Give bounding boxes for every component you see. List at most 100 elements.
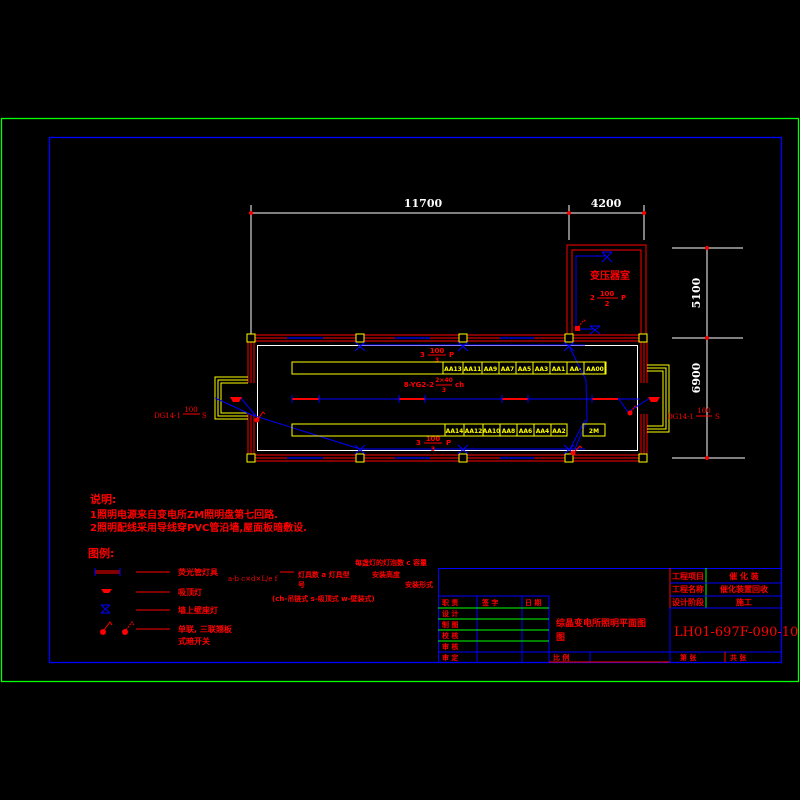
- cabinet-label: AA11: [464, 366, 482, 373]
- inner-frame: [48, 136, 783, 664]
- switch-icon: [575, 326, 580, 331]
- title-block: [438, 568, 782, 663]
- cabinet-label: AA12: [465, 428, 483, 435]
- lamp-height: 2: [605, 300, 610, 308]
- lamp-watt: 100: [430, 347, 445, 355]
- fluor-prefix: 8-YG2-2: [404, 381, 434, 389]
- dim-node: [642, 211, 646, 215]
- box-2m: [582, 423, 606, 437]
- stage-value: 施工: [736, 597, 752, 607]
- drawing-title: 综晶变电所照明平面图: [556, 617, 646, 629]
- legend-label-switch-2: 式暗开关: [178, 636, 210, 646]
- wall-lamp-icon: [601, 251, 613, 263]
- legend-label-fluorescent: 荧光管灯具: [178, 567, 218, 577]
- notes-line-1: 1照明电源来自变电所ZM照明盘第七回路.: [90, 508, 278, 521]
- wall-lamp-icon: [354, 341, 575, 455]
- right-lamp-label: DG14-1 100 S: [667, 407, 720, 421]
- transformer-room-title: 变压器室: [590, 269, 630, 282]
- cabinet-label: AA00: [586, 366, 604, 373]
- lamp-mount: S: [715, 413, 720, 421]
- dim-node: [705, 456, 709, 460]
- dimension-right: [672, 247, 745, 459]
- cabinet-label: AA13: [444, 366, 462, 373]
- cabinet-label: AA-: [570, 366, 582, 373]
- lamp-watt: 100: [184, 406, 197, 414]
- drawing-number: LH01-697F-090-10: [674, 625, 798, 640]
- dim-11700: 11700: [404, 197, 443, 210]
- tb-signature: 签 字: [481, 598, 498, 607]
- lamp-count: 2: [590, 294, 595, 302]
- cabinet-label: AA10: [483, 428, 501, 435]
- tb-role: 职 责: [442, 598, 458, 607]
- sheet-label: 第 张: [680, 653, 697, 662]
- cabinet-cell: [583, 361, 607, 375]
- transformer-room-walls: [566, 244, 647, 340]
- scale-label: 比 例: [553, 653, 569, 662]
- dim-6900: 6900: [690, 362, 703, 393]
- name-value: 催化装置回收: [720, 584, 768, 594]
- legend-desc-2b: 安装高度: [372, 570, 401, 579]
- switch-lever: [573, 445, 583, 453]
- dim-5100: 5100: [690, 277, 703, 308]
- fluorescent-label: 8-YG2-2 2×40 3 ch: [404, 377, 464, 394]
- outer-frame: [0, 117, 800, 683]
- fluor-top: 2×40: [435, 377, 453, 384]
- cabinet-label: AA8: [502, 428, 515, 435]
- drawing-title-cont: 图: [556, 632, 565, 643]
- cabinet-label: AA9: [484, 366, 497, 373]
- legend-label-wall: 墙上壁座灯: [178, 605, 218, 615]
- legend-desc-3: 安装形式: [405, 580, 433, 589]
- lamp-watt: 100: [697, 407, 710, 415]
- wiring: [214, 344, 651, 450]
- dimension-top: [250, 205, 645, 335]
- ceiling-lamp-icon: [648, 397, 660, 402]
- notes-line-2: 2照明配线采用导线穿PVC管沿墙,屋面板暗敷设.: [90, 521, 307, 534]
- dim-node: [705, 336, 709, 340]
- cabinet-label: AA3: [535, 366, 548, 373]
- wall-lamp-icon: [589, 325, 601, 335]
- lamp-count: 3: [416, 439, 421, 447]
- switch-lever: [577, 319, 587, 328]
- cabinet-label: AA6: [519, 428, 532, 435]
- fluor-suffix: ch: [455, 381, 464, 389]
- tb-role: 审 核: [442, 642, 458, 651]
- ceiling-lamp-icon: [101, 589, 112, 593]
- transformer-lamp-label: 2 100 2 P: [590, 290, 626, 308]
- dim-node: [567, 211, 571, 215]
- notes-title: 说明:: [90, 492, 116, 506]
- cabinet-cell: [550, 423, 568, 437]
- windows: [287, 337, 534, 459]
- lamp-count: 3: [420, 351, 425, 359]
- wall-lamp-icon: [100, 604, 111, 614]
- legend-desc-4: (ch-吊链式 s-吸顶式 w-壁装式): [272, 594, 375, 603]
- legend-desc-2: 每盏灯的灯泡数 c 容量: [355, 558, 427, 567]
- lamp-mount: P: [446, 439, 451, 447]
- fluorescent-lamp-icon: [94, 568, 121, 576]
- tb-date: 日 期: [525, 598, 541, 607]
- total-label: 共 张: [730, 653, 747, 662]
- switch-lever: [257, 411, 266, 420]
- legend-label-switch: 单联, 三联翘板: [178, 624, 233, 634]
- cabinet-label: AA1: [552, 366, 565, 373]
- cabinet-label: AA5: [518, 366, 531, 373]
- tb-role: 校 核: [442, 631, 458, 640]
- legend-formula: a-b c×d×L/e f: [228, 575, 279, 583]
- cabinet-label: AA2: [552, 428, 565, 435]
- cabinet-label: AA4: [536, 428, 549, 435]
- fluor-bottom: 3: [442, 387, 446, 394]
- project-label: 工程项目: [672, 571, 704, 581]
- legend-label-ceiling: 吸顶灯: [178, 587, 202, 597]
- lamp-prefix: DG14-1: [154, 412, 181, 420]
- legend-desc-1: 灯具数 a 灯具型: [298, 570, 350, 579]
- tb-role: 审 定: [442, 653, 458, 662]
- switch-icon: [100, 621, 135, 635]
- left-lamp-label: DG14-1 100 S: [154, 406, 207, 420]
- lamp-mount: P: [621, 294, 626, 302]
- lamp-prefix: DG14-1: [667, 413, 694, 421]
- ceiling-lamp-icon: [230, 397, 242, 402]
- lamp-watt: 100: [426, 435, 441, 443]
- tb-role: 设 计: [442, 609, 458, 618]
